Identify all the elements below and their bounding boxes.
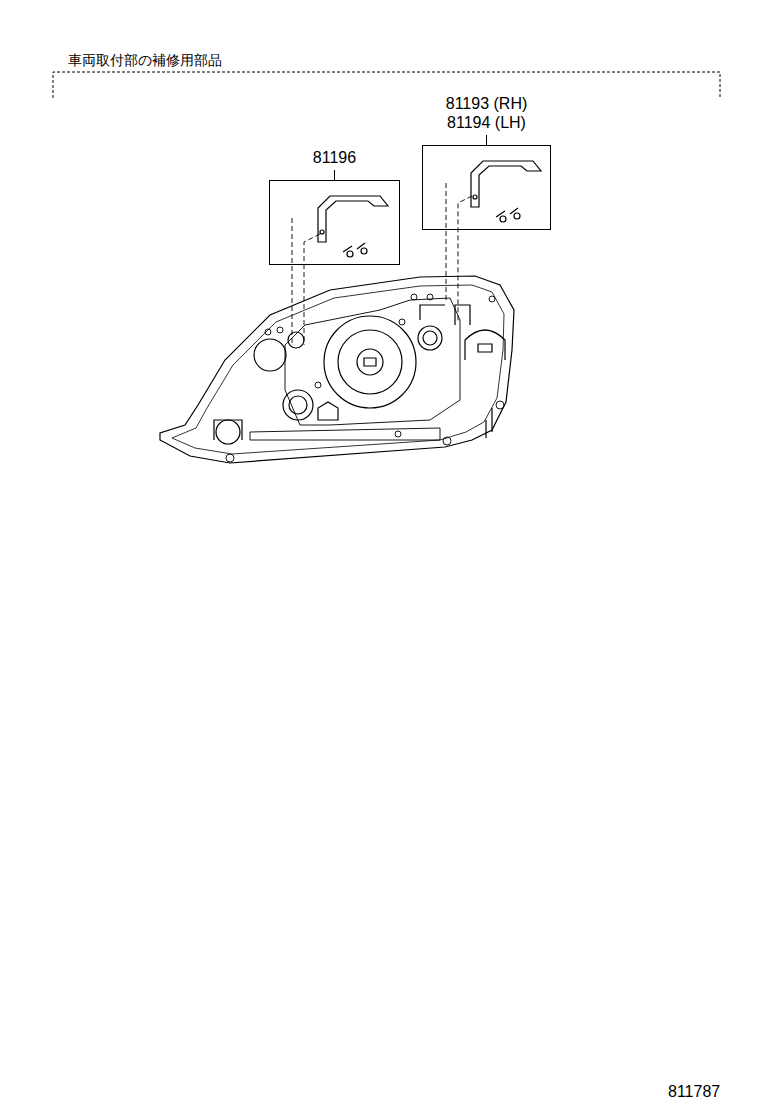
kit-box: 81196: [269, 180, 400, 265]
part-number: 81196: [313, 148, 356, 167]
leader-line: [486, 135, 487, 145]
group-bracket: [53, 72, 720, 98]
part-number-group: 81193 (RH)81194 (LH): [446, 94, 528, 132]
kit-box: 81193 (RH)81194 (LH): [422, 145, 551, 230]
part-number: 81193 (RH): [446, 94, 528, 113]
section-title: 車両取付部の補修用部品: [68, 52, 222, 70]
part-number: 81194 (LH): [446, 113, 528, 132]
leader-line: [334, 170, 335, 180]
figure-number: 811787: [668, 1083, 720, 1101]
part-number-group: 81196: [313, 148, 356, 167]
housing-outline: [160, 276, 514, 463]
